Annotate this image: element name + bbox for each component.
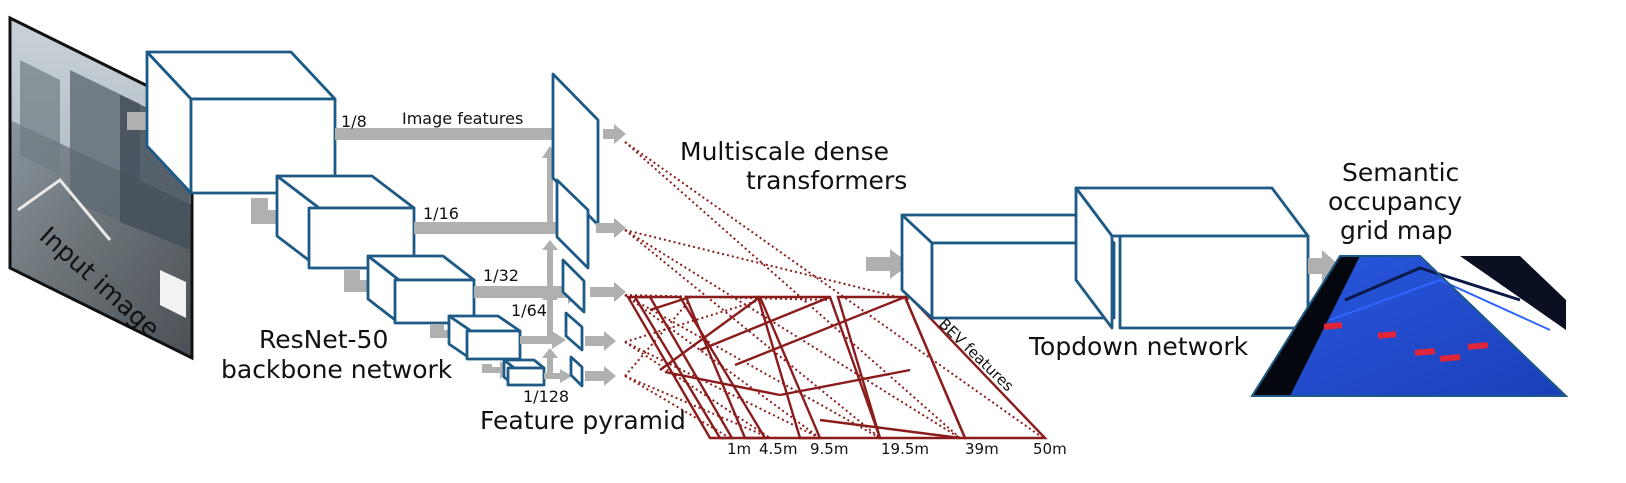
arrow-feature-8 bbox=[335, 122, 590, 146]
scale-label-128: 1/128 bbox=[523, 387, 569, 406]
backbone-block-5 bbox=[502, 358, 546, 387]
distance-label: 1m bbox=[727, 440, 751, 458]
distance-label: 9.5m bbox=[810, 440, 848, 458]
arrow-upsample-64-32 bbox=[542, 290, 558, 336]
pyramid-level-128 bbox=[569, 355, 584, 388]
scale-label-8: 1/8 bbox=[341, 112, 367, 131]
arrow-out-64 bbox=[585, 331, 616, 351]
scale-label-32: 1/32 bbox=[483, 266, 519, 285]
image-features-label: Image features bbox=[402, 109, 523, 128]
arrow-bev-to-topdown bbox=[866, 249, 910, 279]
pyramid-level-16 bbox=[555, 178, 590, 270]
distance-label: 4.5m bbox=[759, 440, 797, 458]
arrow-out-8 bbox=[603, 124, 626, 144]
transformer-rays bbox=[624, 141, 1044, 439]
distance-label: 39m bbox=[965, 440, 999, 458]
arrow-feature-32 bbox=[474, 280, 584, 304]
arrow-upsample-32-16 bbox=[542, 240, 558, 286]
arrow-upsample-16-8 bbox=[542, 146, 558, 222]
backbone-block-2 bbox=[275, 174, 416, 270]
arrow-feature-64 bbox=[520, 331, 566, 349]
topdown-label: Topdown network bbox=[1028, 332, 1249, 361]
semantic-label-line3: grid map bbox=[1340, 216, 1452, 245]
semantic-label-line1: Semantic bbox=[1342, 158, 1459, 187]
distance-label: 50m bbox=[1033, 440, 1067, 458]
backbone-block-1 bbox=[145, 50, 337, 195]
arrow-feature-16 bbox=[414, 216, 588, 240]
transformers-label-line1: Multiscale dense bbox=[680, 137, 889, 166]
semantic-map-output bbox=[1250, 255, 1569, 397]
topdown-block-back bbox=[1074, 186, 1310, 330]
backbone-block-4 bbox=[447, 314, 522, 361]
arrow-out-32 bbox=[590, 282, 626, 302]
bev-features-label: BEV features bbox=[935, 315, 1017, 395]
arrow-out-128 bbox=[585, 366, 616, 386]
semantic-label-line2: occupancy bbox=[1328, 187, 1462, 216]
arrow-out-16 bbox=[596, 218, 626, 238]
pyramid-level-64 bbox=[564, 311, 584, 352]
backbone-label-line2: backbone network bbox=[221, 355, 453, 384]
distance-label: 19.5m bbox=[881, 440, 929, 458]
backbone-block-3 bbox=[366, 254, 476, 325]
scale-label-16: 1/16 bbox=[423, 204, 459, 223]
transformers-label-line2: transformers bbox=[746, 166, 907, 195]
scale-label-64: 1/64 bbox=[511, 301, 547, 320]
feature-pyramid-label: Feature pyramid bbox=[480, 406, 686, 435]
backbone-label-line1: ResNet-50 bbox=[259, 325, 388, 354]
arrow-upsample-128-64 bbox=[542, 348, 558, 373]
pyramid-level-32 bbox=[561, 258, 586, 314]
arrow-topdown-to-map bbox=[1308, 250, 1340, 282]
arrow-feature-128 bbox=[544, 369, 572, 383]
